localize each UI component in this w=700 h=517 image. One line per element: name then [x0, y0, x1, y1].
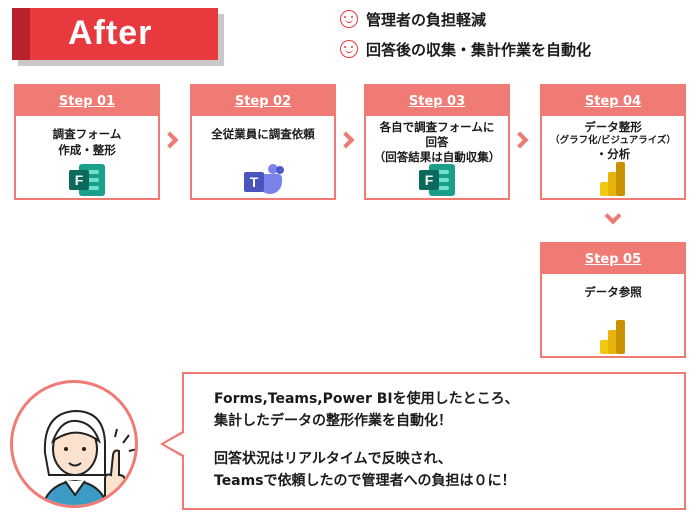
step-label: Step 05: [584, 251, 642, 267]
powerbi-icon: [600, 318, 628, 354]
step-03-card: Step 03 各自で調査フォームに 回答 （回答結果は自動収集） F: [364, 84, 510, 200]
step-text: 各自で調査フォームに: [379, 120, 495, 134]
step-text: 調査フォーム: [52, 127, 122, 141]
comment-line: 集計したデータの整形作業を自動化！: [214, 413, 452, 429]
step-text: 全従業員に調査依頼: [211, 127, 315, 141]
bubble-tail-inner: [164, 433, 184, 455]
step-description: 全従業員に調査依頼: [192, 116, 334, 142]
benefit-label: 回答後の収集・集計作業を自動化: [366, 40, 592, 59]
smile-icon: [340, 10, 358, 28]
step-label: Step 02: [234, 93, 292, 109]
benefit-label: 管理者の負担軽減: [366, 10, 487, 29]
smile-icon: [340, 40, 358, 58]
step-header: Step 05: [542, 244, 684, 274]
comment-line: 回答状況はリアルタイムで反映され、: [214, 451, 452, 467]
chevron-right-icon: [337, 131, 355, 149]
step-text: データ整形: [584, 120, 642, 134]
comment-line: Teamsで依頼したので管理者への負担は０に！: [214, 473, 516, 489]
step-header: Step 02: [192, 86, 334, 116]
person-illustration: [41, 409, 135, 505]
step-text: （グラフ化/ビジュアライズ）: [550, 135, 676, 146]
step-header: Step 01: [16, 86, 158, 116]
benefit-item: 管理者の負担軽減: [340, 8, 486, 30]
forms-icon: F: [419, 164, 455, 196]
step-description: 各自で調査フォームに 回答 （回答結果は自動収集）: [366, 116, 508, 165]
step-02-card: Step 02 全従業員に調査依頼 T: [190, 84, 336, 200]
step-text: （回答結果は自動収集）: [373, 150, 501, 164]
step-description: データ参照: [542, 274, 684, 300]
step-description: 調査フォーム 作成・整形: [16, 116, 158, 158]
step-text: 回答: [425, 135, 449, 149]
step-header: Step 03: [366, 86, 508, 116]
page-title: After: [68, 14, 153, 52]
step-text: 作成・整形: [58, 143, 116, 157]
powerbi-icon: [600, 160, 628, 196]
step-text: ・分析: [595, 147, 631, 161]
forms-icon: F: [69, 164, 105, 196]
chevron-right-icon: [511, 131, 529, 149]
after-banner: After: [12, 8, 218, 60]
step-header: Step 04: [542, 86, 684, 116]
chevron-down-icon: [604, 207, 622, 225]
step-label: Step 01: [58, 93, 116, 109]
step-description: データ整形 （グラフ化/ビジュアライズ） ・分析: [542, 116, 684, 161]
comment-line: Forms,Teams,Power BIを使用したところ、: [214, 391, 519, 407]
step-label: Step 04: [584, 93, 642, 109]
step-01-card: Step 01 調査フォーム 作成・整形 F: [14, 84, 160, 200]
teams-icon: T: [244, 164, 284, 196]
step-label: Step 03: [408, 93, 466, 109]
chevron-right-icon: [161, 131, 179, 149]
step-text: データ参照: [584, 285, 642, 299]
step-04-card: Step 04 データ整形 （グラフ化/ビジュアライズ） ・分析: [540, 84, 686, 200]
step-05-card: Step 05 データ参照: [540, 242, 686, 358]
benefit-item: 回答後の収集・集計作業を自動化: [340, 38, 591, 60]
avatar: [10, 380, 138, 508]
